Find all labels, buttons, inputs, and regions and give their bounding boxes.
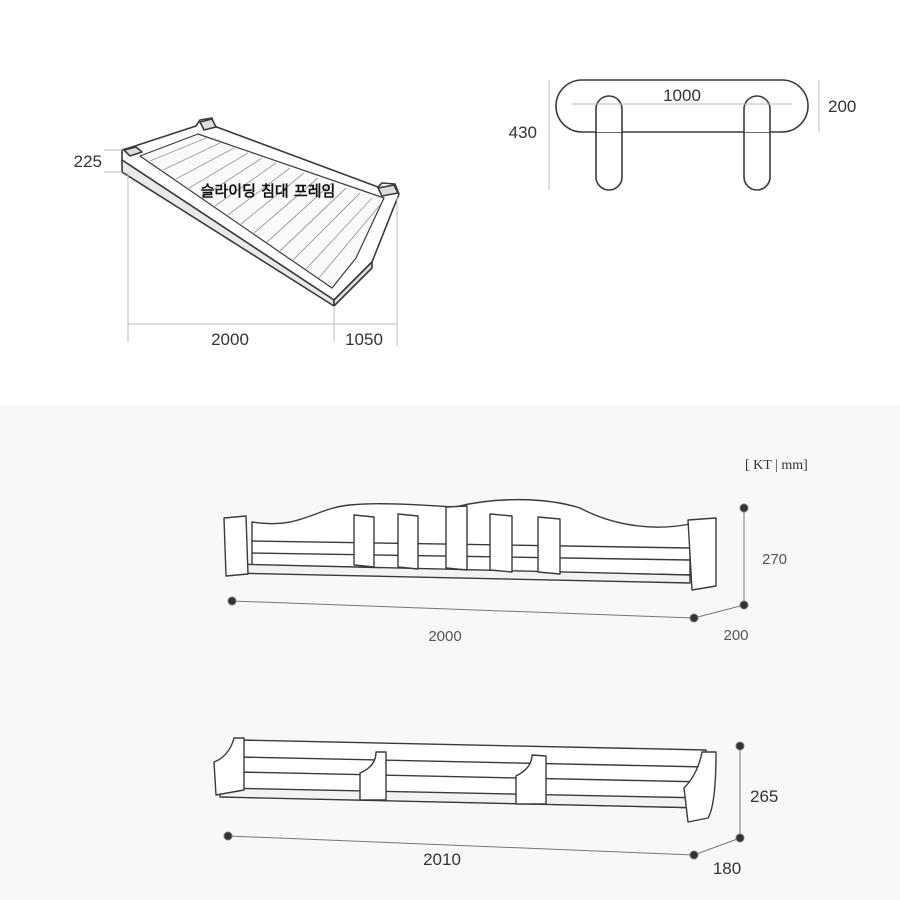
bed-width-label: 1050 — [345, 330, 383, 349]
shelf-2-length-label: 2010 — [423, 850, 461, 869]
shelf-2-height-label: 265 — [750, 787, 778, 806]
handle-height-label: 430 — [509, 123, 537, 142]
shelf-1-length-label: 2000 — [428, 628, 461, 645]
handle-length-label: 1000 — [663, 86, 701, 105]
unit-label: [ KT | mm] — [745, 458, 808, 473]
sliding-bed-frame — [121, 117, 400, 307]
shelf-1-dimensions — [227, 503, 749, 623]
bed-frame-slats — [149, 137, 381, 279]
shelf-1-depth-label: 200 — [723, 627, 748, 644]
shelf-1-height-label: 270 — [762, 551, 787, 568]
handle-dimension-lines — [548, 80, 820, 190]
bed-length-label: 2000 — [211, 330, 249, 349]
shelf-2-depth-label: 180 — [713, 859, 741, 878]
bed-height-label: 225 — [74, 152, 102, 171]
shelf-1-drawing — [223, 498, 717, 591]
bottom-panel — [0, 405, 900, 900]
shelf-2-dimensions — [223, 741, 745, 860]
shelf-2-drawing — [213, 737, 717, 823]
bed-frame-label: 슬라이딩 침대 프레임 — [201, 182, 336, 200]
handle-depth-label: 200 — [828, 97, 856, 116]
top-panel — [0, 0, 900, 405]
handle-drawing — [555, 79, 809, 191]
bed-dimension-lines — [104, 149, 398, 346]
